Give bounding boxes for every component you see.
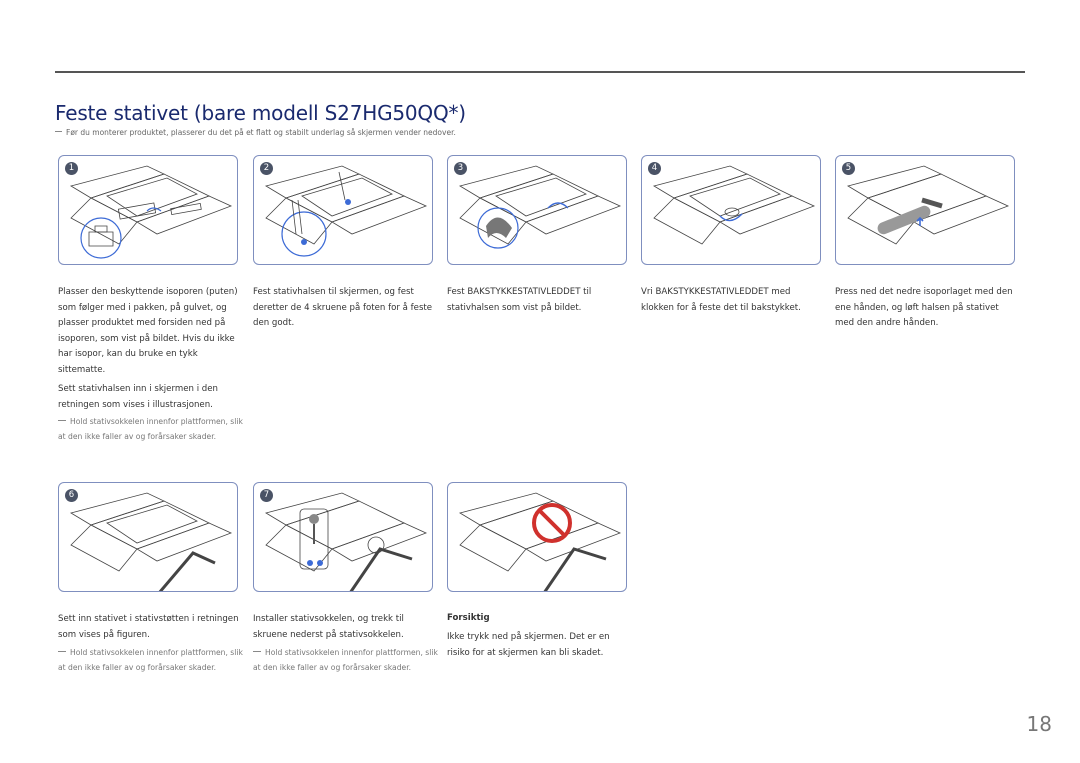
step-2-paragraph-1: Fest stativhalsen til skjermen, og fest … [253,287,433,328]
step-1-illustration: 1 [58,155,238,265]
step-number-badge: 1 [65,162,78,175]
intro-note: Før du monterer produktet, plasserer du … [55,128,456,137]
step-1-note: Hold stativsokkelen innenfor plattformen… [58,414,243,444]
top-divider [55,71,1025,73]
step-number-badge: 4 [648,162,661,175]
step-number-badge: 5 [842,162,855,175]
box-monitor-drawing [652,165,816,245]
step-2-illustration: 2 [253,155,433,265]
box-monitor-drawing [264,165,428,257]
step-2-text: Fest stativhalsen til skjermen, og fest … [253,285,438,336]
step-7-illustration: 7 [253,482,433,592]
step-number-badge: 6 [65,489,78,502]
step-5-paragraph-1: Press ned det nedre isoporlaget med den … [835,287,1013,328]
step-4-text: Vri BAKSTYKKESTATIVLEDDET med klokken fo… [641,285,826,320]
step-7-paragraph-1: Installer stativsokkelen, og trekk til s… [253,614,404,640]
intro-note-text: Før du monterer produktet, plasserer du … [66,128,456,137]
step-6-illustration: 6 [58,482,238,592]
step-number-badge: 7 [260,489,273,502]
prohibition-icon [532,503,572,543]
step-1-text: Plasser den beskyttende isoporen (puten)… [58,285,243,417]
caution-paragraph: Ikke trykk ned på skjermen. Det er en ri… [447,632,610,658]
box-monitor-drawing [846,165,1010,245]
step-3-paragraph-1: Fest BAKSTYKKESTATIVLEDDET til stativhal… [447,287,592,313]
step-5-text: Press ned det nedre isoporlaget med den … [835,285,1020,336]
note-dash-icon [58,420,66,421]
caution-illustration [447,482,627,592]
step-6-note-text: Hold stativsokkelen innenfor plattformen… [58,648,243,672]
box-monitor-drawing [69,165,233,259]
caution-label: Forsiktig [447,613,490,623]
step-6-paragraph-1: Sett inn stativet i stativstøtten i retn… [58,614,239,640]
step-4-illustration: 4 [641,155,821,265]
step-5-illustration: 5 [835,155,1015,265]
step-6-note: Hold stativsokkelen innenfor plattformen… [58,645,243,675]
page-number: 18 [1026,712,1052,736]
step-3-illustration: 3 [447,155,627,265]
step-number-badge: 2 [260,162,273,175]
note-dash-icon [58,651,66,652]
step-4-paragraph-1: Vri BAKSTYKKESTATIVLEDDET med klokken fo… [641,287,801,313]
step-7-note: Hold stativsokkelen innenfor plattformen… [253,645,438,675]
box-monitor-drawing [69,492,233,591]
caution-text: Ikke trykk ned på skjermen. Det er en ri… [447,630,632,665]
step-1-paragraph-2: Sett stativhalsen inn i skjermen i den r… [58,384,218,410]
box-monitor-drawing [458,165,622,249]
step-1-note-text: Hold stativsokkelen innenfor plattformen… [58,417,243,441]
note-dash-icon [253,651,261,652]
note-dash-icon [55,131,62,132]
step-7-note-text: Hold stativsokkelen innenfor plattformen… [253,648,438,672]
step-7-text: Installer stativsokkelen, og trekk til s… [253,612,438,647]
step-number-badge: 3 [454,162,467,175]
step-3-text: Fest BAKSTYKKESTATIVLEDDET til stativhal… [447,285,632,320]
box-monitor-drawing [264,492,428,591]
page-title: Feste stativet (bare modell S27HG50QQ*) [55,101,466,126]
step-6-text: Sett inn stativet i stativstøtten i retn… [58,612,243,647]
step-1-paragraph-1: Plasser den beskyttende isoporen (puten)… [58,287,238,375]
